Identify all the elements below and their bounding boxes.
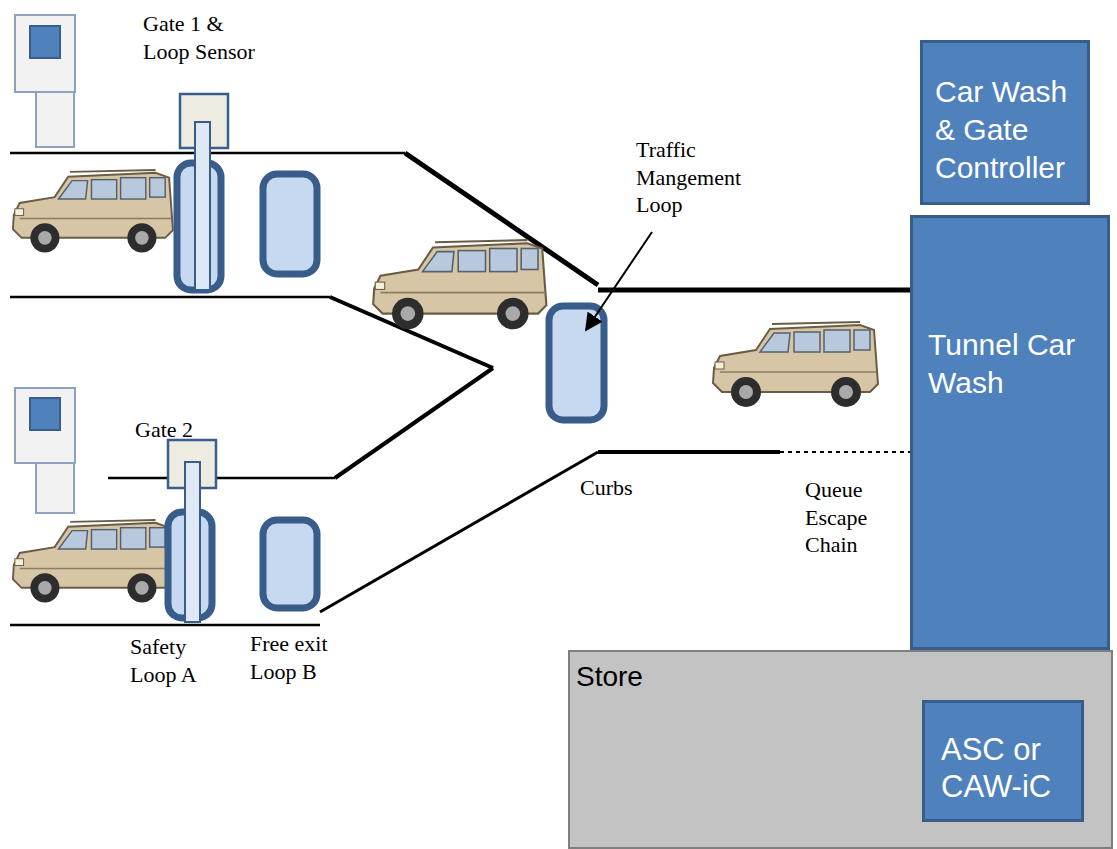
tunnel-box: Tunnel Car Wash	[910, 215, 1110, 650]
controller-box: ASC or CAW-iC	[922, 700, 1084, 822]
free-exit-loop	[263, 520, 317, 608]
lane-line	[10, 624, 320, 627]
leader-arrow	[586, 232, 652, 330]
curb-line	[598, 450, 780, 454]
store-area: StoreASC or CAW-iC	[568, 650, 1113, 849]
suv	[13, 170, 173, 252]
queue-escape-chain	[780, 451, 910, 453]
free-exit-loop	[263, 174, 317, 274]
lane-line	[108, 477, 335, 480]
kiosk-screen	[30, 26, 60, 58]
kiosk-head	[15, 388, 75, 463]
kiosk-post	[36, 463, 74, 513]
curb-line	[320, 452, 598, 612]
box-text: ASC or CAW-iC	[941, 731, 1071, 805]
loop-label: Traffic Mangement Loop	[636, 136, 751, 219]
lane-line	[10, 296, 330, 299]
suv	[373, 240, 546, 329]
curb-line	[598, 288, 910, 293]
box-text: Car Wash & Gate Controller	[935, 73, 1077, 187]
traffic-loop	[549, 306, 604, 420]
kiosk-screen	[30, 398, 60, 430]
box-text: Tunnel Car Wash	[928, 326, 1097, 402]
curbs	[10, 153, 910, 625]
gate-label: Gate 2	[135, 416, 245, 444]
suv	[713, 322, 878, 407]
gate-label: Gate 1 & Loop Sensor	[143, 10, 263, 65]
curb-label: Curbs	[580, 474, 660, 502]
gate-arm	[185, 462, 200, 622]
loop-label: Safety Loop A	[130, 633, 204, 688]
chain-label: Queue Escape Chain	[805, 476, 881, 559]
box-text: Store	[576, 660, 1101, 694]
suv	[13, 520, 173, 602]
gate-arm	[195, 122, 210, 290]
curb-line	[335, 368, 493, 478]
loop-label: Free exit Loop B	[250, 630, 338, 685]
kiosk-post	[36, 92, 74, 147]
kiosk-head	[15, 15, 75, 92]
controller-box: Car Wash & Gate Controller	[920, 40, 1090, 205]
